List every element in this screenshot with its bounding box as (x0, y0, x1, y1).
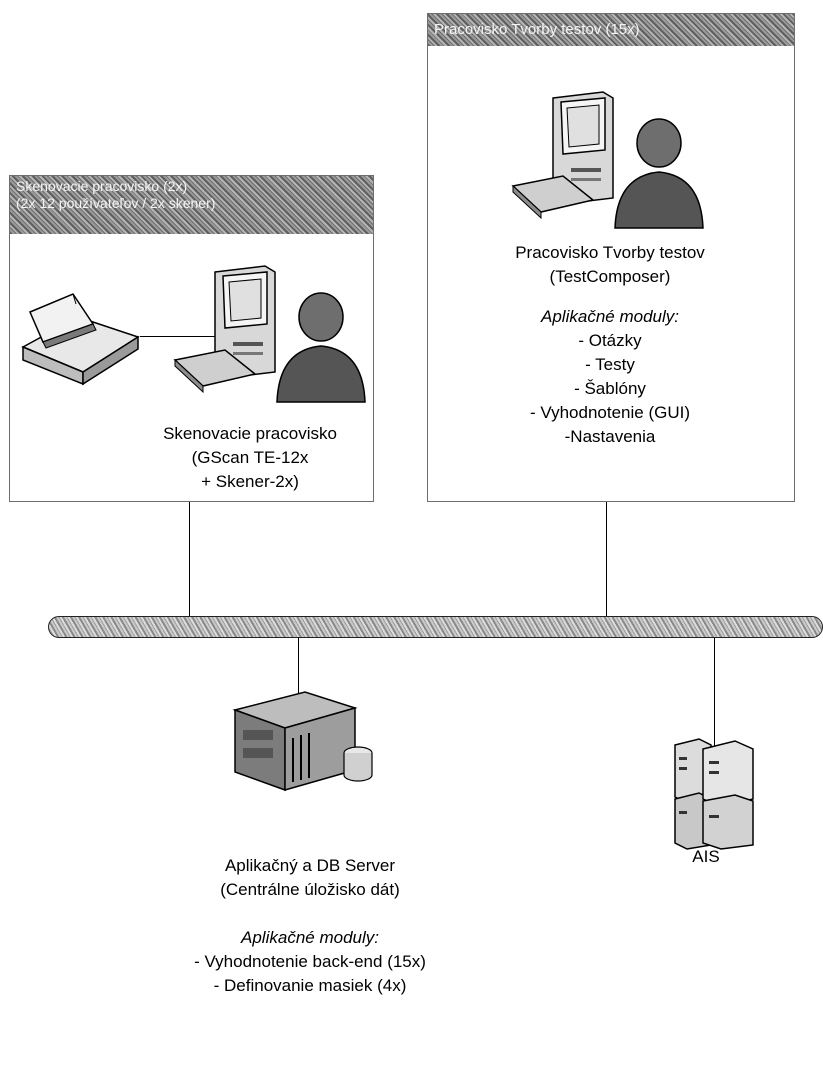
test-authoring-module: - Testy (585, 355, 635, 374)
server-module: - Definovanie masiek (4x) (213, 976, 407, 995)
test-authoring-module: - Vyhodnotenie (GUI) (530, 403, 690, 422)
scanner-connection-line (140, 336, 220, 337)
test-authoring-caption-line1: Pracovisko Tvorby testov (515, 243, 705, 262)
scanning-caption-line1: Skenovacie pracovisko (163, 424, 337, 443)
server-caption-line2: (Centrálne úložisko dát) (220, 880, 400, 899)
network-bus (48, 616, 823, 638)
server-module: - Vyhodnotenie back-end (15x) (194, 952, 426, 971)
test-authoring-modules-title: Aplikačné moduly: (541, 307, 679, 326)
bus-to-server-line (298, 638, 299, 710)
test-authoring-module: -Nastavenia (564, 427, 656, 446)
test-authoring-to-bus-line (606, 502, 607, 616)
server-caption: Aplikačný a DB Server (Centrálne úložisk… (160, 854, 460, 998)
ais-label-text: AIS (692, 847, 720, 866)
server-icon (232, 691, 373, 792)
scanning-header-line2: (2x 12 používateľov / 2x skener) (16, 195, 216, 211)
ais-label: AIS (676, 845, 736, 869)
scanning-panel-header: Skenovacie pracovisko (2x) (2x 12 použív… (10, 176, 373, 234)
test-authoring-header-text: Pracovisko Tvorby testov (15x) (434, 21, 640, 38)
test-authoring-caption-line2: (TestComposer) (549, 267, 671, 286)
test-authoring-module: - Šablóny (574, 379, 646, 398)
test-authoring-user-icon (511, 91, 704, 229)
test-authoring-panel-header: Pracovisko Tvorby testov (15x) (428, 14, 794, 46)
server-caption-line1: Aplikačný a DB Server (224, 856, 396, 875)
scanning-header-line1: Skenovacie pracovisko (2x) (16, 178, 188, 194)
test-authoring-module: - Otázky (578, 331, 642, 350)
scanner-icon (21, 293, 140, 386)
workstation-user-icon (173, 265, 366, 403)
ais-server-icon (674, 738, 754, 850)
bus-to-ais-line (714, 638, 715, 748)
server-modules-title: Aplikačné moduly: (241, 928, 379, 947)
test-authoring-caption: Pracovisko Tvorby testov (TestComposer) … (455, 241, 765, 449)
scanning-caption-line2: (GScan TE-12x (191, 448, 309, 467)
scanning-workstation-caption: Skenovacie pracovisko (GScan TE-12x + Sk… (115, 422, 385, 494)
test-authoring-panel: Pracovisko Tvorby testov (15x) (427, 13, 795, 502)
scanning-to-bus-line (189, 502, 190, 616)
scanning-caption-line3: + Skener-2x) (201, 472, 299, 491)
